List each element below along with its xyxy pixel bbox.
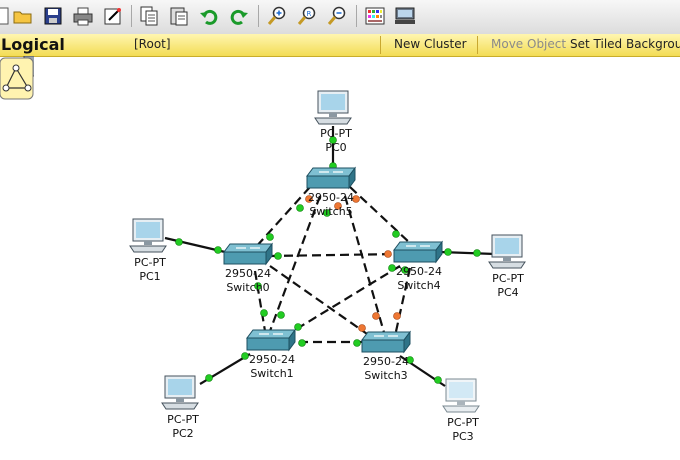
switch4-model: 2950-24 (396, 265, 442, 278)
svg-text:R: R (307, 10, 312, 18)
link-switch5-switch3 (343, 195, 387, 337)
zoom-reset-icon[interactable]: R (296, 5, 318, 27)
logical-mode-title: Logical (1, 35, 65, 54)
undo-icon[interactable] (198, 5, 220, 27)
redo-icon[interactable] (228, 5, 250, 27)
main-toolbar: R (0, 0, 680, 35)
switch0-name: Switch0 (226, 281, 270, 294)
switch4-label: 2950-24 Switch4 (396, 265, 442, 293)
bar-separator (477, 36, 478, 54)
link-switch5-switch0 (254, 186, 311, 249)
palette-icon[interactable] (364, 5, 386, 27)
pc0-label: PC-PT PC0 (320, 127, 352, 155)
switch5-icon[interactable] (305, 166, 357, 192)
activity-wizard-icon[interactable] (102, 5, 124, 27)
switch3-name: Switch3 (364, 369, 408, 382)
switch1-model: 2950-24 (249, 353, 295, 366)
pc1-icon[interactable] (128, 218, 168, 254)
pc4-icon[interactable] (487, 234, 527, 270)
save-icon[interactable] (42, 5, 64, 27)
cluster-navigation-icon[interactable] (0, 56, 34, 100)
switch5-model: 2950-24 (308, 191, 354, 204)
pc0-icon[interactable] (313, 90, 353, 126)
pc4-name: PC4 (497, 286, 519, 299)
paste-icon[interactable] (168, 5, 190, 27)
topology-canvas (164, 126, 496, 387)
workspace-bar: Logical [Root] New Cluster Move Object S… (0, 34, 680, 57)
switch5-label: 2950-24 Switch5 (308, 191, 354, 219)
bar-separator (380, 36, 381, 54)
logical-workspace[interactable]: PC-PT PC0 2950-24 Switch5 PC-PT PC1 2950… (0, 56, 680, 460)
set-tiled-background-button[interactable]: Set Tiled Backgrou (570, 37, 680, 51)
pc1-model: PC-PT (134, 256, 166, 269)
pc1-name: PC1 (139, 270, 161, 283)
zoom-out-icon[interactable] (326, 5, 348, 27)
switch0-icon[interactable] (222, 242, 274, 268)
pc3-label: PC-PT PC3 (447, 416, 479, 444)
pc0-name: PC0 (325, 141, 347, 154)
pc4-label: PC-PT PC4 (492, 272, 524, 300)
link-switch0-switch1 (253, 270, 267, 332)
pc3-name: PC3 (452, 430, 474, 443)
link-switch4-switch3 (393, 267, 412, 337)
pc2-name: PC2 (172, 427, 194, 440)
open-folder-icon[interactable] (12, 5, 34, 27)
switch1-name: Switch1 (250, 367, 294, 380)
switch1-label: 2950-24 Switch1 (249, 353, 295, 381)
switch4-icon[interactable] (392, 240, 444, 266)
switch3-icon[interactable] (360, 330, 412, 356)
new-cluster-button[interactable]: New Cluster (394, 37, 467, 51)
pc4-model: PC-PT (492, 272, 524, 285)
pc2-model: PC-PT (167, 413, 199, 426)
switch3-label: 2950-24 Switch3 (363, 355, 409, 383)
toolbar-separator (258, 5, 259, 27)
switch5-name: Switch5 (309, 205, 353, 218)
link-switch0-switch4 (269, 252, 401, 258)
pc1-label: PC-PT PC1 (134, 256, 166, 284)
new-file-icon[interactable] (0, 5, 12, 27)
link-switch0-switch3 (269, 265, 371, 337)
toolbar-separator (131, 5, 132, 27)
switch0-model: 2950-24 (225, 267, 271, 280)
print-icon[interactable] (72, 5, 94, 27)
pc3-model: PC-PT (447, 416, 479, 429)
pc2-icon[interactable] (160, 375, 200, 411)
switch1-icon[interactable] (245, 328, 297, 354)
pc0-model: PC-PT (320, 127, 352, 140)
move-object-button[interactable]: Move Object (491, 37, 567, 51)
link-switch5-switch4 (349, 186, 411, 244)
root-breadcrumb[interactable]: [Root] (134, 37, 171, 51)
link-switch5-switch1 (268, 195, 322, 332)
switch0-label: 2950-24 Switch0 (225, 267, 271, 295)
switch3-model: 2950-24 (363, 355, 409, 368)
copy-icon[interactable] (138, 5, 160, 27)
link-switch4-switch1 (284, 265, 401, 337)
pc3-icon[interactable] (441, 378, 481, 414)
switch4-name: Switch4 (397, 279, 441, 292)
custom-device-icon[interactable] (394, 5, 416, 27)
pc2-label: PC-PT PC2 (167, 413, 199, 441)
zoom-in-icon[interactable] (266, 5, 288, 27)
toolbar-separator (356, 5, 357, 27)
